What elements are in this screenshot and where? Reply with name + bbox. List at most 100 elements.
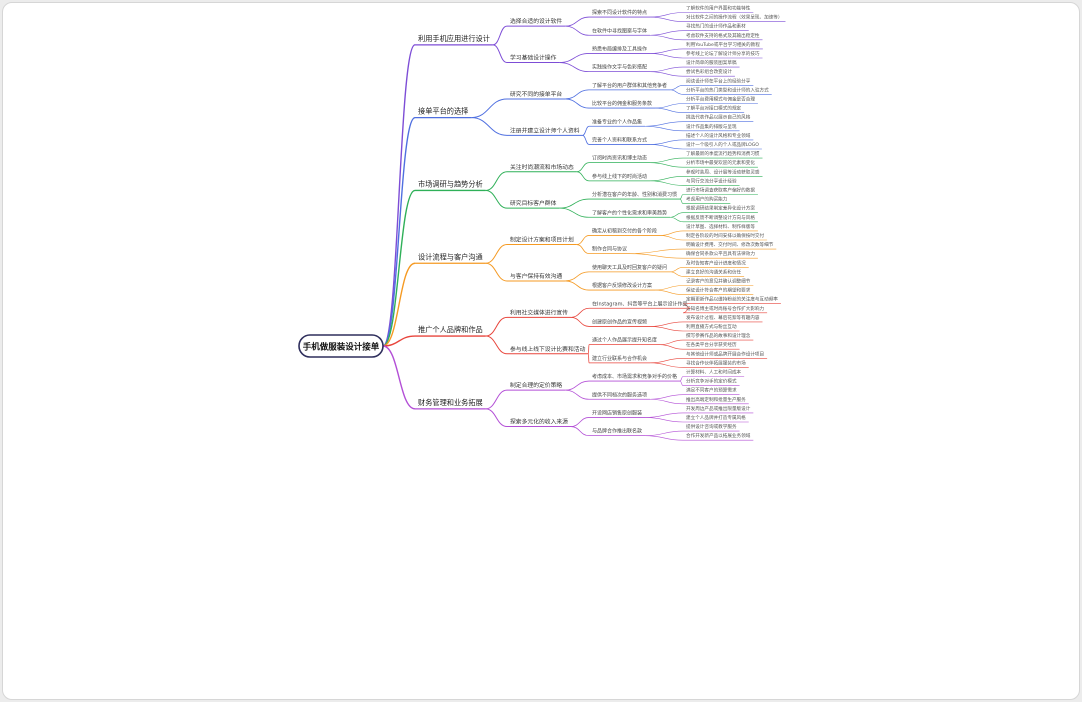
- level1-node[interactable]: 设计流程与客户沟通: [418, 252, 483, 261]
- level3-node[interactable]: 了解客户的个性化需求和审美趋势: [592, 209, 667, 216]
- level3-node[interactable]: 了解平台的用户群体和其他竞争者: [592, 82, 667, 89]
- edge-l3-l4: [660, 235, 684, 241]
- leaf-node[interactable]: 考虑软件支持的格式及其输出稳定性: [686, 32, 760, 39]
- edge-l3-l4: [630, 248, 684, 254]
- level2-node[interactable]: 选择合适的设计软件: [510, 17, 562, 25]
- leaf-node[interactable]: 根据调研结果制定差异化设计方案: [686, 205, 755, 212]
- level3-node[interactable]: 完善个人资料和联系方式: [592, 136, 647, 143]
- level1-node[interactable]: 财务管理和业务拓展: [418, 398, 483, 407]
- leaf-node[interactable]: 与其他设计师或品牌开展合作设计项目: [686, 350, 764, 357]
- leaf-node[interactable]: 挑选代表作品以展示自己的风格: [686, 114, 751, 121]
- level3-node[interactable]: 探索不同设计软件的特点: [592, 9, 647, 16]
- level2-node[interactable]: 与客户保持有效沟通: [510, 272, 562, 280]
- level2-node[interactable]: 注册并建立设计师个人资料: [510, 126, 580, 134]
- leaf-node[interactable]: 发布设计过程、幕后花絮等有趣内容: [686, 314, 760, 321]
- level3-node[interactable]: 在Instagram、抖音等平台上展示设计作品: [592, 300, 687, 307]
- level3-node[interactable]: 熟悉布局编排及工具操作: [592, 45, 647, 52]
- leaf-node[interactable]: 寻找合作伙伴拓展服装的市场: [686, 359, 746, 366]
- edge-l3-l4: [645, 430, 684, 436]
- leaf-node[interactable]: 设计作品集的排版与呈现: [686, 123, 737, 130]
- level3-node[interactable]: 实践操作文字与色彩搭配: [592, 64, 647, 71]
- level1-node[interactable]: 推广个人品牌和作品: [418, 325, 483, 334]
- leaf-node[interactable]: 对比软件之间的操作流程（效果呈现、加速等）: [686, 14, 782, 21]
- edge-l3-l4: [670, 85, 684, 91]
- leaf-node[interactable]: 明确设计费用、交付时间、修改次数等细节: [686, 241, 774, 248]
- level3-node[interactable]: 分析潜在客户的年龄、性别和消费习惯: [592, 191, 677, 198]
- level1-node[interactable]: 市场调研与趋势分析: [418, 179, 483, 188]
- leaf-node[interactable]: 了解平台对接口模式的规定: [686, 105, 742, 112]
- level2-node[interactable]: 学习基础设计操作: [510, 54, 557, 62]
- leaf-node[interactable]: 参观时装周、设计展等活动获取灵感: [686, 168, 760, 175]
- leaf-node[interactable]: 考虑用户的购买能力: [686, 196, 728, 203]
- leaf-node[interactable]: 开发周边产品或推出限量版设计: [686, 405, 751, 412]
- level2-node[interactable]: 参与线上线下设计比赛和活动: [510, 345, 586, 353]
- leaf-node[interactable]: 阅读设计师在平台上的经验分享: [686, 77, 751, 84]
- leaf-node[interactable]: 定期更新作品以维持粉丝的关注度与互动频率: [686, 296, 778, 303]
- level3-node[interactable]: 建立行业联系与合作机会: [592, 355, 647, 362]
- leaf-node[interactable]: 设计草图、选择材料、制作样版等: [686, 223, 755, 230]
- leaf-node[interactable]: 保证设计符合客户的期望和要求: [686, 287, 751, 294]
- edge-l1-l2: [485, 389, 508, 410]
- leaf-node[interactable]: 合作开发新产品以拓展业务领域: [686, 432, 751, 439]
- leaf-node[interactable]: 与知名博主或时尚账号合作扩大影响力: [686, 305, 765, 312]
- leaf-node[interactable]: 提供设计咨询或教学服务: [686, 423, 737, 430]
- level3-node[interactable]: 参与线上线下的时尚活动: [592, 173, 647, 180]
- leaf-node[interactable]: 在各类平台分享获奖经历: [686, 341, 737, 348]
- level3-node[interactable]: 确定从初稿到交付的各个阶段: [592, 227, 657, 234]
- leaf-node[interactable]: 分析市场中最受欢迎的元素和变化: [686, 159, 755, 166]
- leaf-node[interactable]: 分析平台的热门类型和设计师的入驻方式: [686, 86, 769, 93]
- level3-node[interactable]: 比较平台的佣金和服务条款: [592, 100, 652, 107]
- leaf-node[interactable]: 根据反馈不断调整设计方向与风格: [686, 214, 755, 221]
- leaf-node[interactable]: 记录客户的意见并确认调整细节: [686, 278, 751, 285]
- level2-node[interactable]: 研究目标客户群体: [510, 199, 557, 207]
- level2-node[interactable]: 制定设计方案和项目计划: [510, 236, 574, 244]
- leaf-node[interactable]: 撰写参赛作品的故事和设计理念: [686, 332, 751, 339]
- level2-node[interactable]: 制定合理的定价策略: [510, 381, 562, 389]
- level3-node[interactable]: 考虑成本、市场需求和竞争对手的价格: [592, 373, 677, 380]
- level3-node[interactable]: 通过个人作品展示提升知名度: [592, 337, 657, 344]
- leaf-node[interactable]: 推出高端定制和批量生产服务: [686, 396, 746, 403]
- root-node[interactable]: [298, 334, 384, 358]
- edge-l2-l3: [576, 162, 590, 173]
- level2-node[interactable]: 关注时尚潮流和市场动态: [510, 163, 574, 171]
- level3-node[interactable]: 提供不同档次的服务选项: [592, 391, 647, 398]
- leaf-node[interactable]: 满足不同客户的预算需求: [686, 387, 737, 394]
- level3-node[interactable]: 创建原创作品的宣传视频: [592, 318, 647, 325]
- leaf-node[interactable]: 设计一个吸引人的个人或品牌LOGO: [686, 141, 759, 148]
- leaf-node[interactable]: 尝试色彩组合改变设计: [686, 68, 732, 75]
- level3-node[interactable]: 使用聊天工具及时回复客户的疑问: [592, 264, 667, 271]
- level1-node[interactable]: 利用手机应用进行设计: [418, 34, 490, 43]
- leaf-node[interactable]: 描述个人的设计风格和专业领域: [686, 132, 751, 139]
- leaf-node[interactable]: 了解软件的用户界面和功能特性: [686, 5, 751, 12]
- leaf-node[interactable]: 分析竞争对手的定价模式: [686, 378, 737, 385]
- leaf-node[interactable]: 及时告知客户设计进度和情况: [686, 259, 746, 266]
- leaf-node[interactable]: 确保合同条款公平且具有法律效力: [686, 250, 755, 257]
- edge-l1-l2: [485, 316, 508, 337]
- leaf-node[interactable]: 进行市场调查获取客户偏好的数据: [686, 187, 755, 194]
- level1-node[interactable]: 接单平台的选择: [418, 107, 468, 116]
- level2-node[interactable]: 探索多元化的收入来源: [510, 418, 568, 426]
- level3-node[interactable]: 根据客户反馈修改设计方案: [592, 282, 652, 289]
- level3-node[interactable]: 制作合同与协议: [592, 246, 627, 253]
- leaf-node[interactable]: 建立个人品牌并打造专属风格: [686, 414, 746, 421]
- leaf-node[interactable]: 了解最新的季度流行趋势和消费习惯: [686, 150, 760, 157]
- level3-node[interactable]: 开设网店销售原创服装: [592, 409, 642, 416]
- edge-l1-l2: [471, 117, 508, 136]
- leaf-node[interactable]: 参考线上论坛了解设计师分享的技巧: [686, 50, 760, 57]
- level3-node[interactable]: 准备专业的个人作品集: [592, 118, 642, 125]
- leaf-node[interactable]: 设计简单的服装图案草稿: [686, 59, 737, 66]
- leaf-node[interactable]: 寻找热门的设计师作品和素材: [686, 23, 746, 30]
- level2-node[interactable]: 利用社交媒体进行宣传: [510, 308, 568, 316]
- leaf-node[interactable]: 分析平台费用模式与佣金是否合理: [686, 96, 755, 103]
- level3-node[interactable]: 在软件中寻找图案与字体: [592, 27, 647, 34]
- level2-node[interactable]: 研究不同的接单平台: [510, 90, 562, 98]
- leaf-node[interactable]: 利用直播方式与粉丝互动: [686, 323, 737, 330]
- leaf-node[interactable]: 与同行交流分享设计经验: [686, 177, 737, 184]
- level3-node[interactable]: 订阅时尚资讯和博主动态: [592, 155, 647, 162]
- leaf-node[interactable]: 建立良好的沟通关系和信任: [686, 268, 742, 275]
- level3-node[interactable]: 与品牌合作推出联名款: [592, 428, 642, 435]
- leaf-node[interactable]: 计算材料、人工和时间成本: [686, 369, 742, 376]
- leaf-node[interactable]: 利用YouTube或平台学习相关的教程: [686, 41, 760, 48]
- leaf-node[interactable]: 制定各阶段的时间安排以确保按时交付: [686, 232, 765, 239]
